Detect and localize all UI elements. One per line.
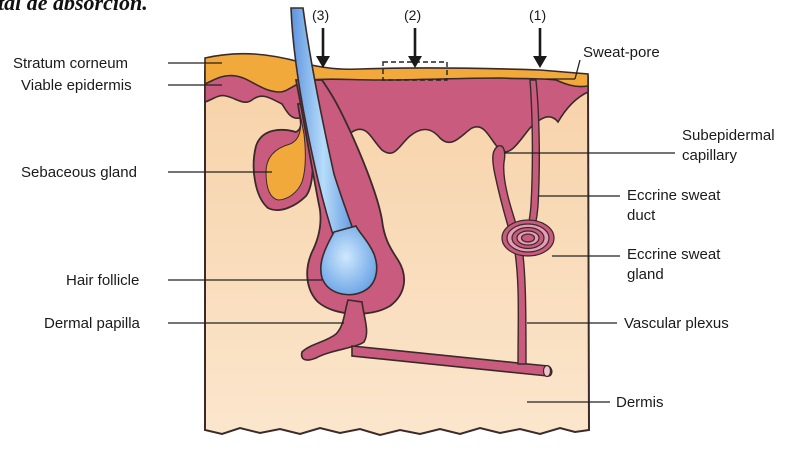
- label-eccrine-duct-line1: Eccrine sweat: [627, 187, 721, 204]
- label-vascular-plexus: Vascular plexus: [624, 315, 729, 332]
- label-stratum-corneum: Stratum corneum: [13, 55, 128, 72]
- label-sebaceous-gland: Sebaceous gland: [21, 164, 137, 181]
- label-dermis: Dermis: [616, 394, 664, 411]
- label-viable-epidermis: Viable epidermis: [21, 77, 132, 94]
- route-1-arrow: [533, 28, 547, 68]
- label-subepidermal-capillary-line2: capillary: [682, 147, 738, 164]
- label-sweat-pore: Sweat-pore: [583, 44, 660, 61]
- label-dermal-papilla: Dermal papilla: [44, 315, 141, 332]
- label-subepidermal-capillary-line1: Subepidermal: [682, 127, 775, 144]
- caption-fragment: tal de absorción.: [0, 0, 148, 15]
- route-2-label: (2): [404, 7, 421, 23]
- eccrine-sweat-gland: [502, 220, 554, 256]
- route-1-label: (1): [529, 7, 546, 23]
- label-eccrine-duct-line2: duct: [627, 207, 656, 224]
- label-eccrine-gland-line2: gland: [627, 266, 664, 283]
- label-hair-follicle: Hair follicle: [66, 272, 139, 289]
- label-eccrine-gland-line1: Eccrine sweat: [627, 246, 721, 263]
- route-3-arrow: [316, 28, 330, 68]
- route-3-label: (3): [312, 7, 329, 23]
- vessel-cut-end: [544, 366, 551, 377]
